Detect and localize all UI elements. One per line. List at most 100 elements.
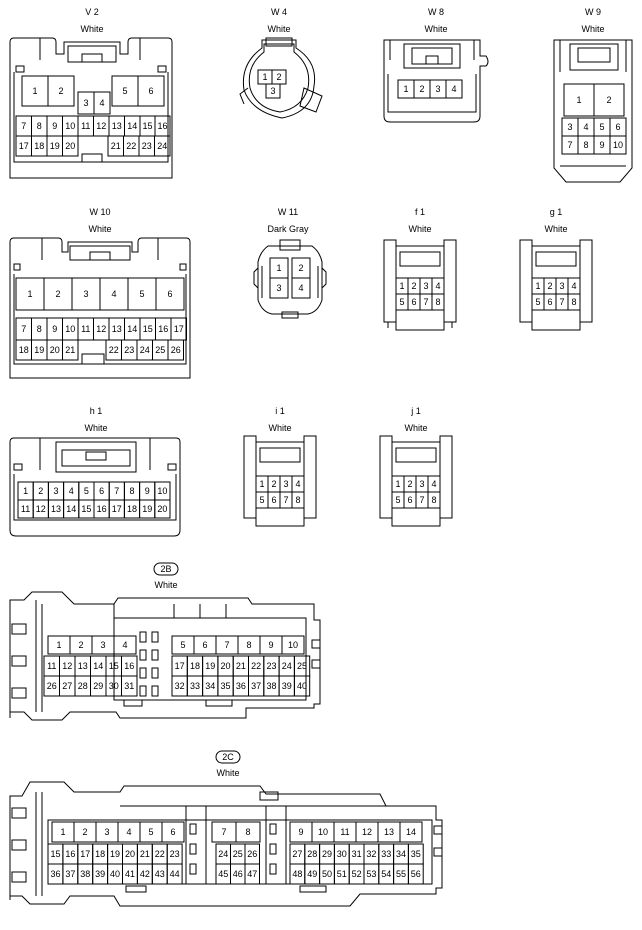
connector-2c-name: 2C — [222, 752, 234, 762]
connector-w11-color: Dark Gray — [267, 224, 309, 234]
connector-w10-name: W 10 — [89, 207, 110, 217]
pin-number: 14 — [93, 661, 103, 671]
pin-cell — [113, 635, 137, 655]
pin-number: 26 — [47, 681, 57, 691]
pin-number: 20 — [157, 504, 167, 514]
pin-number: 11 — [340, 827, 349, 837]
pin-number: 34 — [205, 681, 215, 691]
pin-cell — [293, 675, 311, 697]
pin-number: 9 — [52, 121, 57, 131]
pin-number: 10 — [613, 140, 623, 150]
pin-number: 29 — [93, 681, 103, 691]
pin-number: 8 — [295, 495, 300, 505]
pin-number: 14 — [127, 324, 137, 334]
connector-w9-name: W 9 — [585, 7, 601, 17]
pin-number: 33 — [381, 849, 391, 859]
pin-number: 40 — [297, 681, 307, 691]
pin-cell — [154, 135, 171, 157]
pin-number: 25 — [297, 661, 307, 671]
pin-number: 17 — [80, 849, 90, 859]
pin-number: 25 — [233, 849, 243, 859]
pin-number: 3 — [83, 98, 88, 108]
pin-cell — [265, 83, 281, 99]
pin-number: 37 — [65, 869, 75, 879]
pin-number: 1 — [576, 95, 581, 105]
pin-number: 20 — [221, 661, 231, 671]
pin-number: 24 — [157, 141, 167, 151]
pin-number: 7 — [21, 324, 26, 334]
pin-number: 5 — [259, 495, 264, 505]
pin-number: 18 — [19, 345, 29, 355]
pin-number: 24 — [282, 661, 292, 671]
pin-number: 36 — [236, 681, 246, 691]
pin-cell — [431, 293, 445, 311]
pin-number: 1 — [60, 827, 65, 837]
pin-number: 35 — [411, 849, 421, 859]
pin-number: 22 — [155, 849, 165, 859]
pin-number: 27 — [292, 849, 302, 859]
pin-number: 8 — [571, 297, 576, 307]
pin-number: 13 — [112, 324, 122, 334]
pin-number: 9 — [298, 827, 303, 837]
pin-number: 3 — [104, 827, 109, 837]
pin-number: 5 — [122, 86, 127, 96]
pin-cell — [593, 83, 625, 117]
pin-number: 6 — [202, 640, 207, 650]
pin-cell — [166, 863, 183, 885]
pin-number: 23 — [266, 661, 276, 671]
pin-number: 3 — [283, 479, 288, 489]
pin-number: 2 — [271, 479, 276, 489]
pin-number: 18 — [34, 141, 44, 151]
pin-number: 26 — [171, 345, 181, 355]
pin-number: 2 — [38, 486, 43, 496]
pin-number: 13 — [112, 121, 122, 131]
pin-number: 17 — [112, 504, 122, 514]
pin-number: 55 — [396, 869, 406, 879]
connector-w8-color: White — [424, 24, 447, 34]
pin-number: 19 — [110, 849, 120, 859]
pin-number: 10 — [288, 640, 298, 650]
pin-number: 10 — [65, 324, 75, 334]
pin-number: 38 — [266, 681, 276, 691]
pin-number: 5 — [148, 827, 153, 837]
pin-number: 6 — [547, 297, 552, 307]
pin-cell — [399, 821, 423, 843]
pin-number: 8 — [37, 324, 42, 334]
pin-number: 13 — [51, 504, 61, 514]
pin-number: 4 — [126, 827, 131, 837]
pin-number: 45 — [218, 869, 228, 879]
pin-number: 19 — [205, 661, 215, 671]
pin-number: 4 — [298, 283, 303, 293]
pin-number: 10 — [157, 486, 167, 496]
pin-number: 56 — [411, 869, 421, 879]
pin-number: 17 — [19, 141, 29, 151]
pin-cell — [161, 821, 185, 843]
pin-number: 36 — [50, 869, 60, 879]
pin-number: 7 — [419, 495, 424, 505]
pin-number: 9 — [145, 486, 150, 496]
pin-cell — [291, 491, 305, 509]
pin-number: 3 — [435, 84, 440, 94]
connector-g1-name: g 1 — [550, 207, 563, 217]
pin-number: 4 — [431, 479, 436, 489]
pin-number: 41 — [125, 869, 135, 879]
pin-number: 5 — [599, 122, 604, 132]
pin-number: 4 — [99, 98, 104, 108]
pin-number: 11 — [47, 661, 56, 671]
pin-cell — [62, 339, 79, 361]
pin-number: 31 — [124, 681, 134, 691]
pin-number: 28 — [307, 849, 317, 859]
pin-number: 13 — [78, 661, 88, 671]
pin-number: 2 — [298, 263, 303, 273]
pin-number: 1 — [56, 640, 61, 650]
pin-number: 7 — [21, 121, 26, 131]
pin-number: 47 — [247, 869, 257, 879]
pin-number: 4 — [111, 289, 116, 299]
connector-w4-color: White — [267, 24, 290, 34]
